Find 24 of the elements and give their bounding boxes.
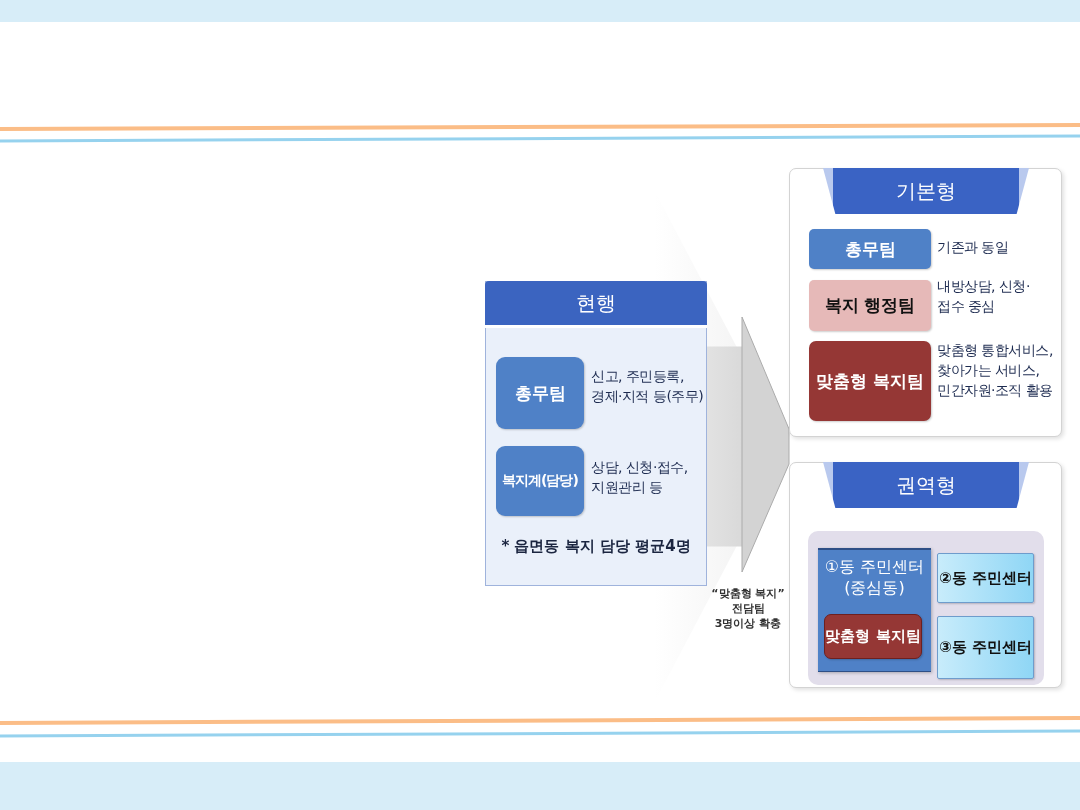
center-box: ②동 주민센터 xyxy=(937,553,1034,603)
center-box: ③동 주민센터 xyxy=(937,616,1034,679)
header-tab: 기본형 xyxy=(823,168,1029,214)
header-band: 현행 xyxy=(485,281,707,328)
description-text: 맞춤형 통합서비스, 찾아가는 서비스, 민간자원·조직 활용 xyxy=(937,341,1054,400)
center-title: ①동 주민센터 (중심동) xyxy=(823,556,926,598)
description-text: 내방상담, 신청·접수 중심 xyxy=(937,277,1031,316)
description-text: 상담, 신청·접수, 지원관리 등 xyxy=(591,458,689,497)
description-text: 기존과 동일 xyxy=(937,238,1010,257)
model-panel xyxy=(789,168,1062,437)
team-box: 총무팀 xyxy=(809,229,931,269)
team-box: 맞춤형 복지팀 xyxy=(824,614,922,659)
header-tab: 권역형 xyxy=(823,462,1029,508)
team-box: 복지 행정팀 xyxy=(809,280,931,331)
center-box xyxy=(818,548,931,672)
footnote-text: * 읍면동 복지 담당 평균4명 xyxy=(500,537,692,556)
note-text: “맞춤형 복지” 전담팀 3명이상 확충 xyxy=(710,586,786,631)
team-box: 맞춤형 복지팀 xyxy=(809,341,931,421)
description-text: 신고, 주민등록, 경제·지적 등(주무) xyxy=(591,367,705,406)
group-box xyxy=(808,531,1044,685)
model-panel xyxy=(789,462,1062,688)
team-box: 총무팀 xyxy=(496,357,584,429)
team-box: 복지계(담당) xyxy=(496,446,584,516)
current-panel xyxy=(485,281,707,586)
